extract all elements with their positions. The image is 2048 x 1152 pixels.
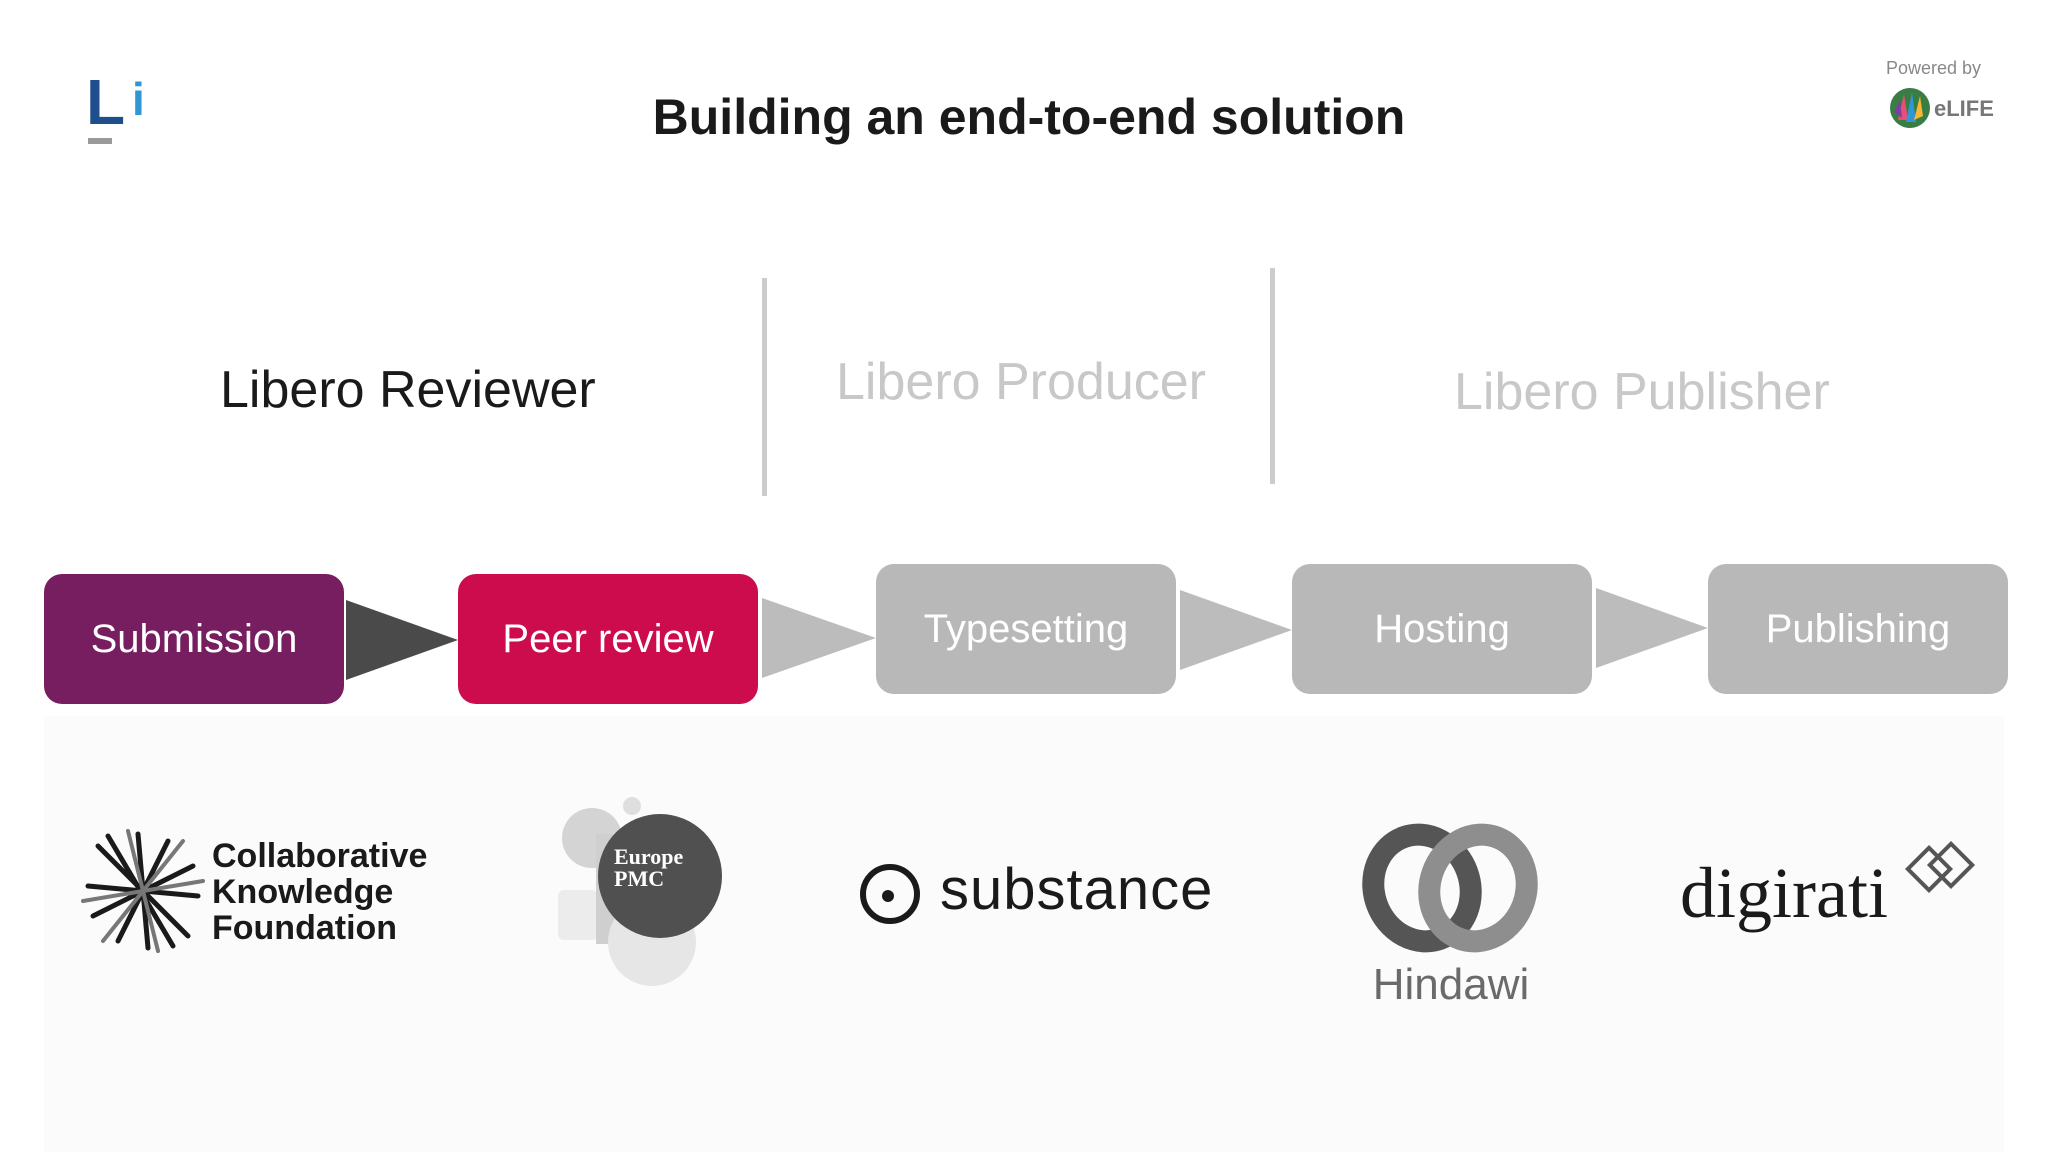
slide-lower-background [44, 716, 2004, 1152]
section-divider [1270, 268, 1275, 484]
slide-title: Building an end-to-end solution [652, 89, 1406, 145]
hindawi-rings-icon [1362, 823, 1538, 953]
ckf-line-3: Foundation [212, 909, 398, 947]
powered-by-label: Powered by [1886, 58, 1982, 78]
ckf-line-1: Collaborative [212, 837, 428, 875]
partner-europe-pmc-logo: Europe PMC [540, 790, 740, 1000]
section-libero-publisher: Libero Publisher [1454, 363, 1830, 421]
substance-circle-icon [860, 864, 920, 924]
step-submission: Submission [44, 574, 344, 704]
section-libero-reviewer: Libero Reviewer [220, 361, 596, 419]
partner-digirati-logo: digirati [1680, 840, 1990, 950]
arrow-right-icon [1180, 590, 1292, 670]
libero-logo: L i [86, 70, 156, 150]
step-publishing: Publishing [1708, 564, 2008, 694]
ckf-line-2: Knowledge [212, 873, 394, 911]
europe-pmc-icon [558, 797, 722, 986]
partner-hindawi-logo: Hindawi [1356, 820, 1546, 1010]
digirati-name: digirati [1680, 853, 1888, 933]
arrow-right-icon [1596, 588, 1708, 668]
powered-by-elife: Powered by eLIFE [1870, 58, 2010, 138]
arrow-right-icon [762, 598, 876, 678]
elife-brand-text: eLIFE [1934, 96, 1994, 121]
partner-ckf-logo: Collaborative Knowledge Foundation [78, 826, 438, 966]
step-hosting: Hosting [1292, 564, 1592, 694]
step-peer-review: Peer review [458, 574, 758, 704]
section-divider [762, 278, 767, 496]
logo-underline [88, 138, 112, 144]
hindawi-name: Hindawi [1372, 960, 1530, 1009]
elife-logo-icon [1890, 88, 1930, 128]
partner-substance-logo: substance [858, 856, 1238, 936]
logo-letter-i: i [132, 73, 145, 125]
arrow-right-icon [346, 600, 458, 680]
ckf-name: Collaborative Knowledge Foundation [212, 838, 427, 946]
europe-pmc-line-1: Europe [614, 844, 684, 869]
europe-pmc-name: Europe PMC [614, 846, 683, 890]
digirati-diamonds-icon [1904, 840, 1976, 894]
section-libero-producer: Libero Producer [836, 353, 1206, 411]
logo-letter-l: L [86, 66, 126, 138]
step-typesetting: Typesetting [876, 564, 1176, 694]
substance-name: substance [940, 857, 1214, 922]
europe-pmc-line-2: PMC [614, 866, 665, 891]
ckf-starburst-icon [81, 829, 205, 953]
